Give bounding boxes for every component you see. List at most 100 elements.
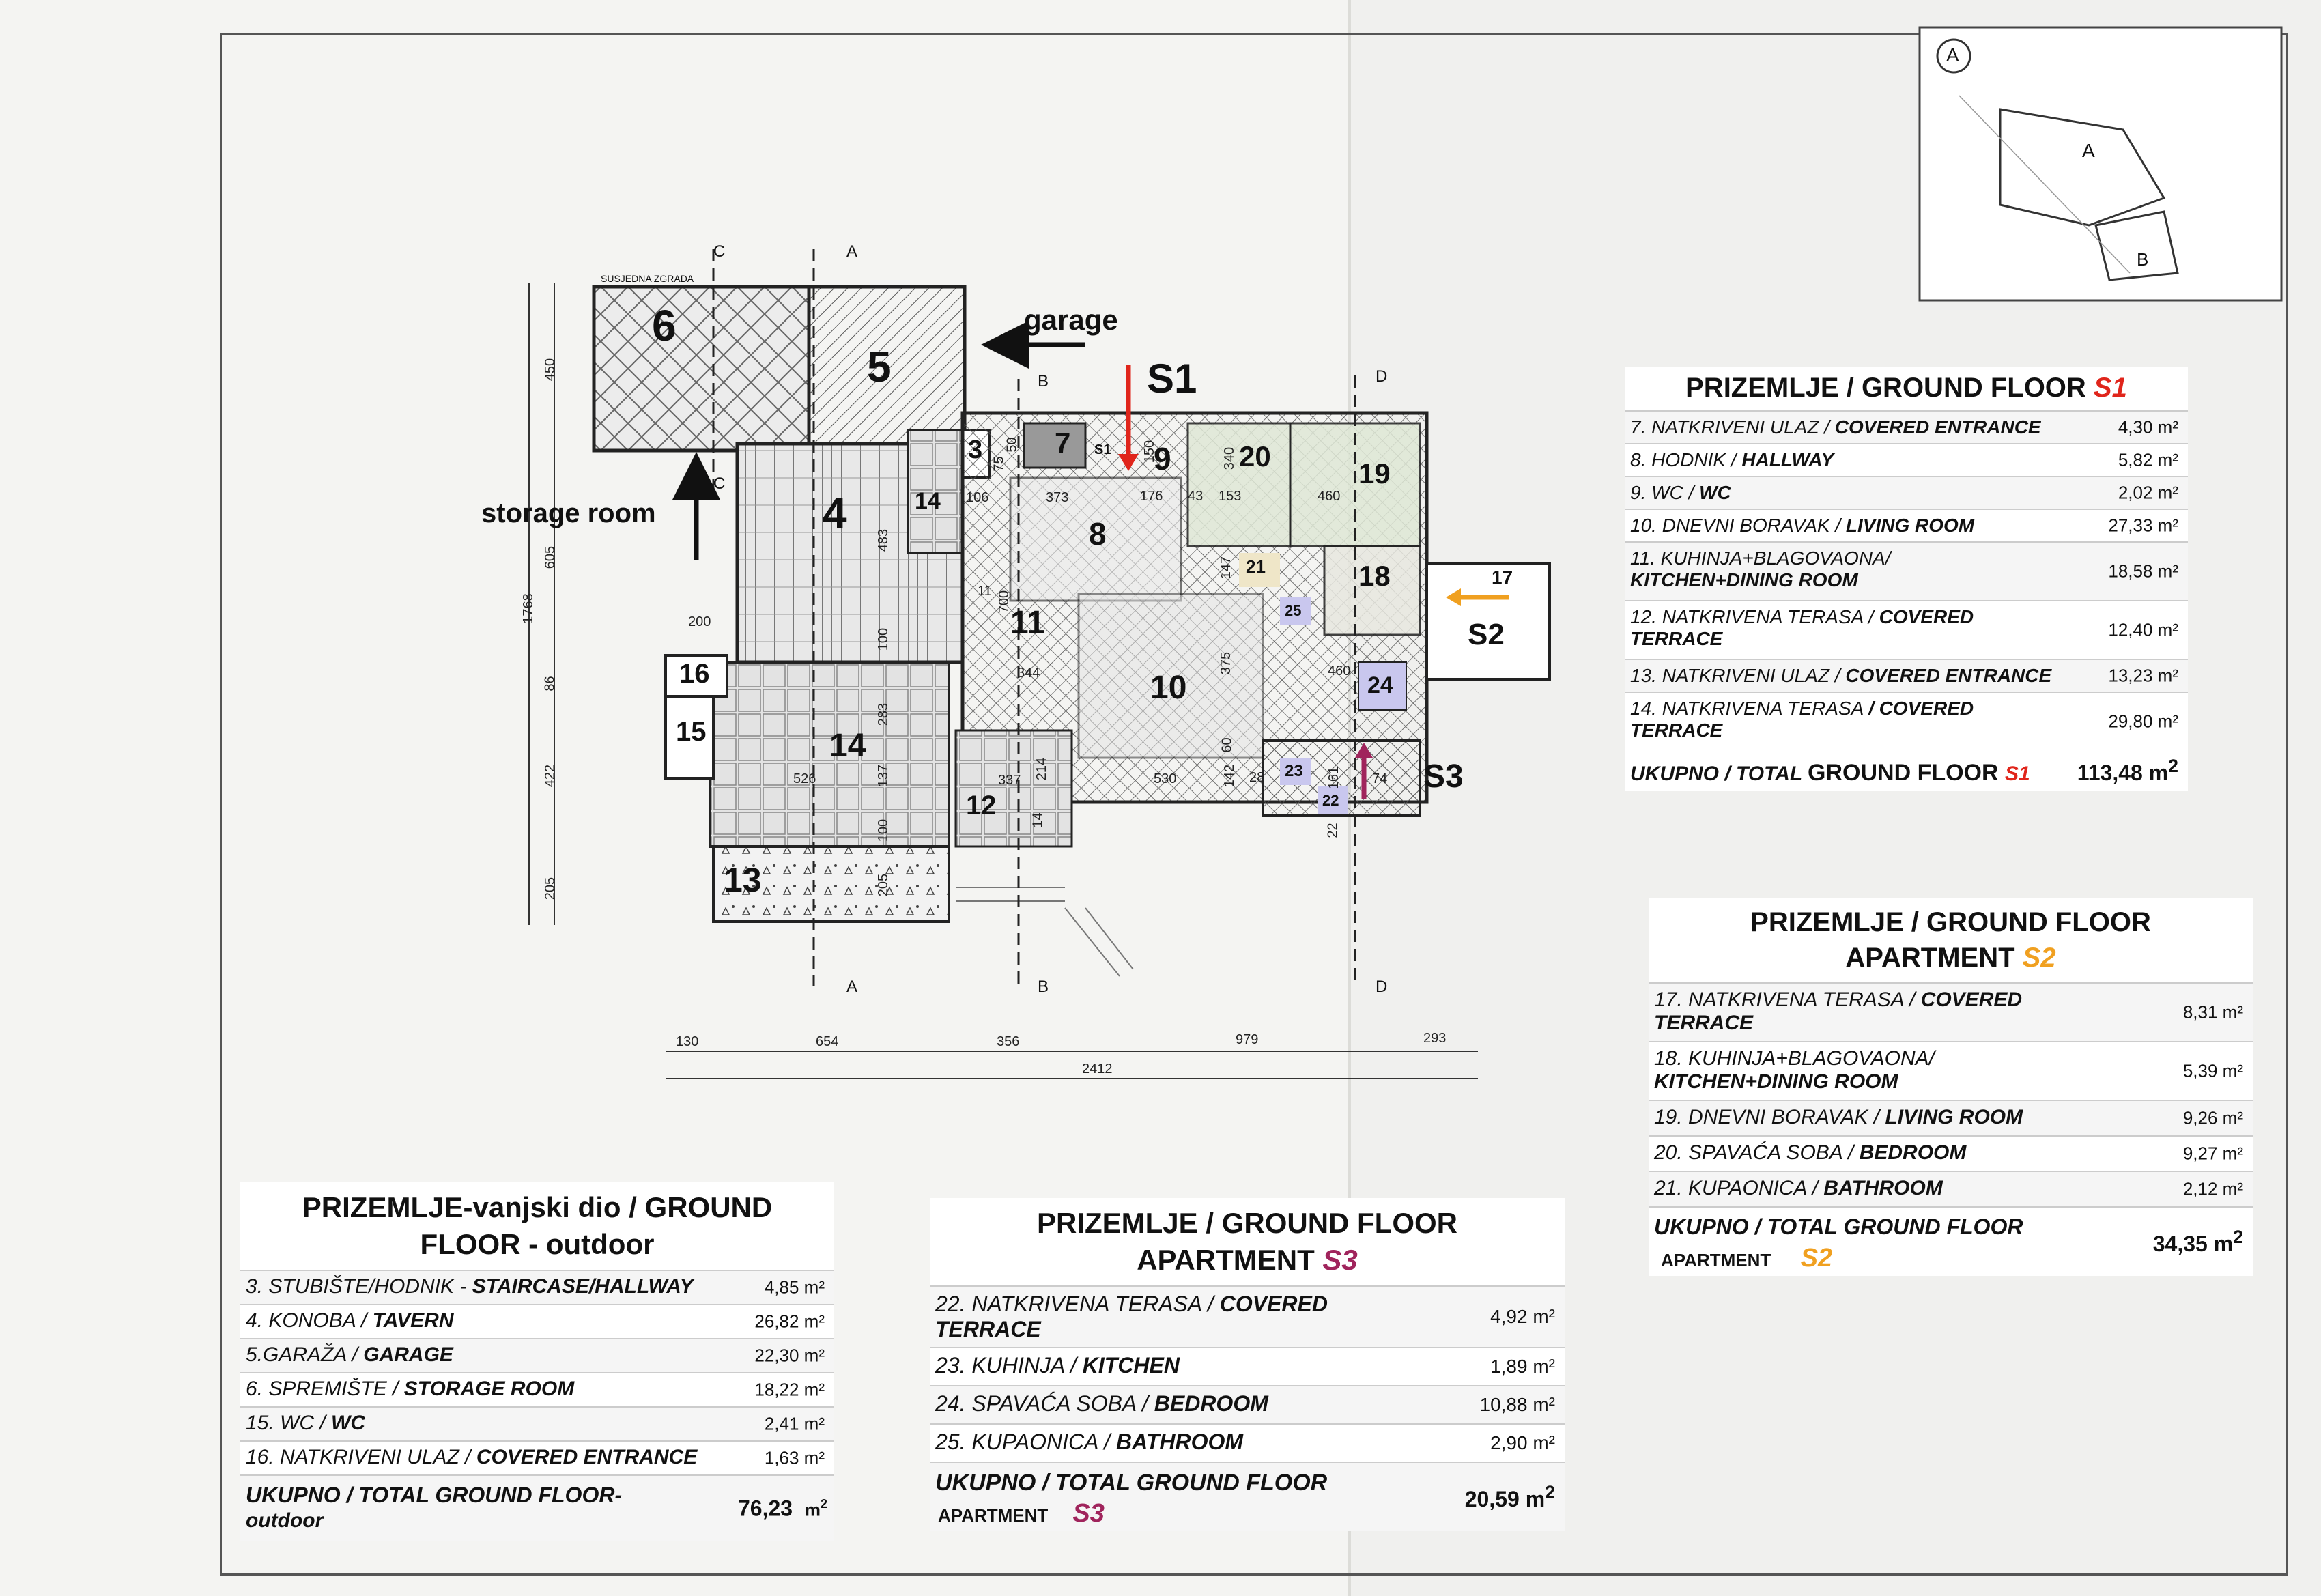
row-area: 29,80 m² bbox=[2108, 711, 2178, 732]
total-label2: outdoor bbox=[246, 1509, 324, 1532]
total-area: 76,23 bbox=[738, 1496, 793, 1521]
dim-100a: 100 bbox=[876, 627, 892, 651]
room-14b-shape bbox=[907, 429, 964, 554]
row-hr: 10. DNEVNI BORAVAK / bbox=[1630, 515, 1846, 536]
section-marker-c-top: C bbox=[713, 242, 726, 261]
plan-geometry bbox=[528, 249, 1551, 1079]
room-24-label: 24 bbox=[1367, 672, 1393, 698]
dim-450: 450 bbox=[543, 358, 558, 382]
row-en: HALLWAY bbox=[1741, 449, 1834, 470]
row-en: COVERED TERRACE bbox=[1654, 988, 2023, 1034]
row-hr: 11. KUHINJA+BLAGOVAONA/ bbox=[1630, 547, 1891, 569]
row-en: WC bbox=[331, 1412, 366, 1434]
room-21-shape bbox=[1239, 553, 1280, 587]
room-4-label: 4 bbox=[823, 489, 847, 538]
row-area: 13,23 m² bbox=[2108, 665, 2178, 686]
row-en: BATHROOM bbox=[1115, 1429, 1244, 1454]
room-21-label: 21 bbox=[1246, 556, 1266, 577]
table-s2-title-line1: PRIZEMLJE / GROUND FLOOR bbox=[1750, 907, 2151, 937]
dim-460b: 460 bbox=[1328, 664, 1351, 679]
table-s3: PRIZEMLJE / GROUND FLOOR APARTMENT S3 22… bbox=[930, 1198, 1565, 1531]
row-area: 22,30 m² bbox=[754, 1345, 825, 1366]
total-sup: 2 bbox=[820, 1496, 827, 1511]
room-25-label: 25 bbox=[1285, 602, 1302, 619]
table-s1-row: 11. KUHINJA+BLAGOVAONA/KITCHEN+DINING RO… bbox=[1625, 541, 2188, 600]
total-apt: S1 bbox=[2005, 763, 2030, 785]
dim-605: 605 bbox=[543, 545, 558, 569]
dim-176: 176 bbox=[1140, 489, 1163, 504]
table-s2: PRIZEMLJE / GROUND FLOOR APARTMENT S2 17… bbox=[1649, 898, 2253, 1276]
dim-205b: 205 bbox=[876, 873, 892, 897]
total-label: UKUPNO / TOTAL GROUND FLOOR- bbox=[246, 1483, 623, 1507]
row-en: KITCHEN+DINING ROOM bbox=[1630, 569, 1858, 590]
row-hr: 3. STUBIŠTE/HODNIK - bbox=[246, 1275, 472, 1298]
exterior-steps bbox=[956, 887, 1134, 977]
row-en: STAIRCASE/HALLWAY bbox=[472, 1275, 694, 1298]
garage-annotation: garage bbox=[1024, 304, 1118, 336]
s2-label: S2 bbox=[1468, 618, 1505, 651]
row-area: 9,27 m² bbox=[2182, 1143, 2243, 1164]
row-en: LIVING ROOM bbox=[1885, 1106, 2023, 1128]
room-12-label: 12 bbox=[966, 790, 997, 821]
table-s2-total: UKUPNO / TOTAL GROUND FLOOR APARTMENT S2… bbox=[1649, 1206, 2253, 1276]
dim-460a: 460 bbox=[1318, 489, 1341, 504]
row-hr: 21. KUPAONICA / bbox=[1654, 1177, 1824, 1199]
total-label: UKUPNO / TOTAL GROUND FLOOR bbox=[935, 1470, 1328, 1496]
row-en: KITCHEN bbox=[1082, 1353, 1180, 1378]
row-en: BEDROOM bbox=[1154, 1391, 1268, 1416]
row-area: 18,22 m² bbox=[754, 1379, 825, 1400]
room-13-label: 13 bbox=[724, 861, 762, 899]
dim-344: 344 bbox=[1017, 666, 1040, 681]
row-hr: 5.GARAŽA / bbox=[246, 1343, 364, 1366]
table-s3-row: 24. SPAVAĆA SOBA / BEDROOM 10,88 m² bbox=[930, 1385, 1565, 1423]
dim-43: 43 bbox=[1188, 489, 1204, 504]
row-area: 4,85 m² bbox=[764, 1277, 825, 1298]
dim-373: 373 bbox=[1046, 490, 1069, 505]
total-prefix: UKUPNO / TOTAL bbox=[1630, 763, 1808, 785]
table-s1-total: UKUPNO / TOTAL GROUND FLOOR S1 113,48 m2 bbox=[1625, 750, 2188, 791]
row-en: / COVERED TERRACE bbox=[1630, 698, 1974, 741]
dim-340: 340 bbox=[1222, 446, 1238, 470]
row-area: 26,82 m² bbox=[754, 1311, 825, 1332]
row-area: 1,89 m² bbox=[1490, 1356, 1555, 1377]
room-8-label: 8 bbox=[1089, 516, 1107, 552]
row-en: COVERED ENTRANCE bbox=[1834, 416, 2041, 438]
row-en: BATHROOM bbox=[1823, 1177, 1943, 1199]
dim-28: 28 bbox=[1249, 770, 1265, 785]
room-3-label: 3 bbox=[968, 436, 983, 464]
dim-422: 422 bbox=[543, 764, 558, 788]
total-sup: 2 bbox=[2233, 1227, 2243, 1248]
row-area: 10,88 m² bbox=[1479, 1394, 1556, 1415]
dim-356: 356 bbox=[997, 1034, 1020, 1049]
table-s1-title-text: PRIZEMLJE / GROUND FLOOR bbox=[1685, 373, 2094, 403]
dim-22: 22 bbox=[1325, 823, 1341, 838]
section-marker-a-top: A bbox=[846, 242, 858, 261]
table-s3-title-line1: PRIZEMLJE / GROUND FLOOR bbox=[1036, 1207, 1457, 1239]
dim-50: 50 bbox=[1004, 437, 1020, 453]
row-hr: 7. NATKRIVENI ULAZ / bbox=[1630, 416, 1835, 438]
section-marker-d-top: D bbox=[1376, 367, 1388, 386]
table-s2-title-line2: APARTMENT bbox=[1845, 943, 2023, 973]
dim-86: 86 bbox=[542, 676, 558, 692]
row-hr: 24. SPAVAĆA SOBA / bbox=[935, 1391, 1154, 1416]
dim-147: 147 bbox=[1219, 556, 1234, 580]
dim-100b: 100 bbox=[876, 818, 892, 842]
row-en: TAVERN bbox=[372, 1309, 454, 1332]
room-5-label: 5 bbox=[867, 342, 892, 391]
room-10-shape bbox=[1077, 593, 1264, 759]
s1-label: S1 bbox=[1147, 356, 1197, 401]
row-hr: 20. SPAVAĆA SOBA / bbox=[1654, 1141, 1860, 1164]
room-19-label: 19 bbox=[1358, 457, 1391, 489]
row-en: COVERED TERRACE bbox=[1630, 606, 1974, 649]
table-outdoor-title-line1: PRIZEMLJE-vanjski dio / GROUND bbox=[302, 1191, 773, 1223]
dimension-lines bbox=[528, 283, 1478, 1079]
row-hr: 25. KUPAONICA / bbox=[935, 1429, 1116, 1454]
